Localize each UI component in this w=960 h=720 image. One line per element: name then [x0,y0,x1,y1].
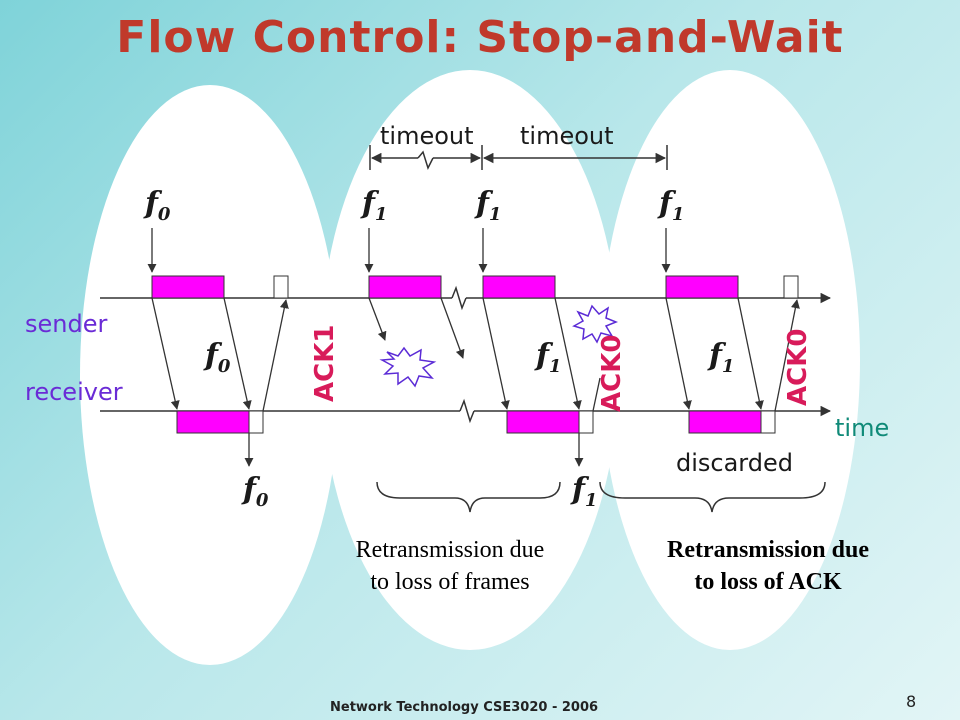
discarded-label: discarded [676,449,793,477]
frame-label-f0-delivered: f0 [243,472,269,511]
caption-ack-loss: Retransmission due to loss of ACK [618,534,918,598]
brace-frames-loss [376,481,561,513]
page-number: 8 [906,692,917,711]
time-label: time [835,414,890,442]
receiver-ack-box-1 [248,410,264,434]
caption-ack-loss-line2: to loss of ACK [694,569,842,595]
frame-label-f0-send: f0 [145,186,171,225]
receiver-frame-f1-dup [688,410,762,434]
receiver-label: receiver [25,378,123,406]
frame-loss-burst-icon [379,346,437,388]
frame-label-f1-send-3: f1 [659,186,685,225]
receiver-ack-box-2 [578,410,594,434]
sender-ack-box-2 [783,275,799,299]
brace-ack-loss [599,481,826,513]
sender-ack-box-1 [273,275,289,299]
ellipse-left [80,85,340,665]
ack-label-1: ACK1 [310,324,340,402]
frame-label-f1-send-2: f1 [476,186,502,225]
receiver-ack-box-3 [760,410,776,434]
transmission-arrows [147,228,800,467]
frame-label-f0-transit: f0 [205,338,231,377]
sender-frame-f1-second [482,275,556,299]
frame-label-f1-send-1: f1 [362,186,388,225]
sender-frame-f1-third [665,275,739,299]
ack-loss-burst-icon [572,304,619,344]
frame-label-f1-transit-1: f1 [536,338,562,377]
frame-label-f1-transit-2: f1 [709,338,735,377]
timeout-label-2: timeout [520,122,614,150]
caption-frames-loss: Retransmission due to loss of frames [310,534,590,598]
receiver-frame-f1 [506,410,580,434]
sender-label: sender [25,310,108,338]
caption-frames-loss-line2: to loss of frames [370,569,530,595]
ack-label-2: ACK0 [597,334,627,412]
frame-label-f1-delivered: f1 [572,472,598,511]
sender-frame-f0 [151,275,225,299]
slide-title: Flow Control: Stop-and-Wait [116,12,844,63]
caption-frames-loss-line1: Retransmission due [355,537,545,563]
ellipse-right [600,70,860,650]
ellipse-middle [320,70,620,650]
timeout-label-1: timeout [380,122,474,150]
receiver-frame-f0 [176,410,250,434]
sender-frame-f1-first [368,275,442,299]
timeout-bracket [369,145,668,170]
ack-label-3: ACK0 [783,328,813,406]
footer-text: Network Technology CSE3020 - 2006 [330,700,599,715]
caption-ack-loss-line1: Retransmission due [666,537,870,563]
